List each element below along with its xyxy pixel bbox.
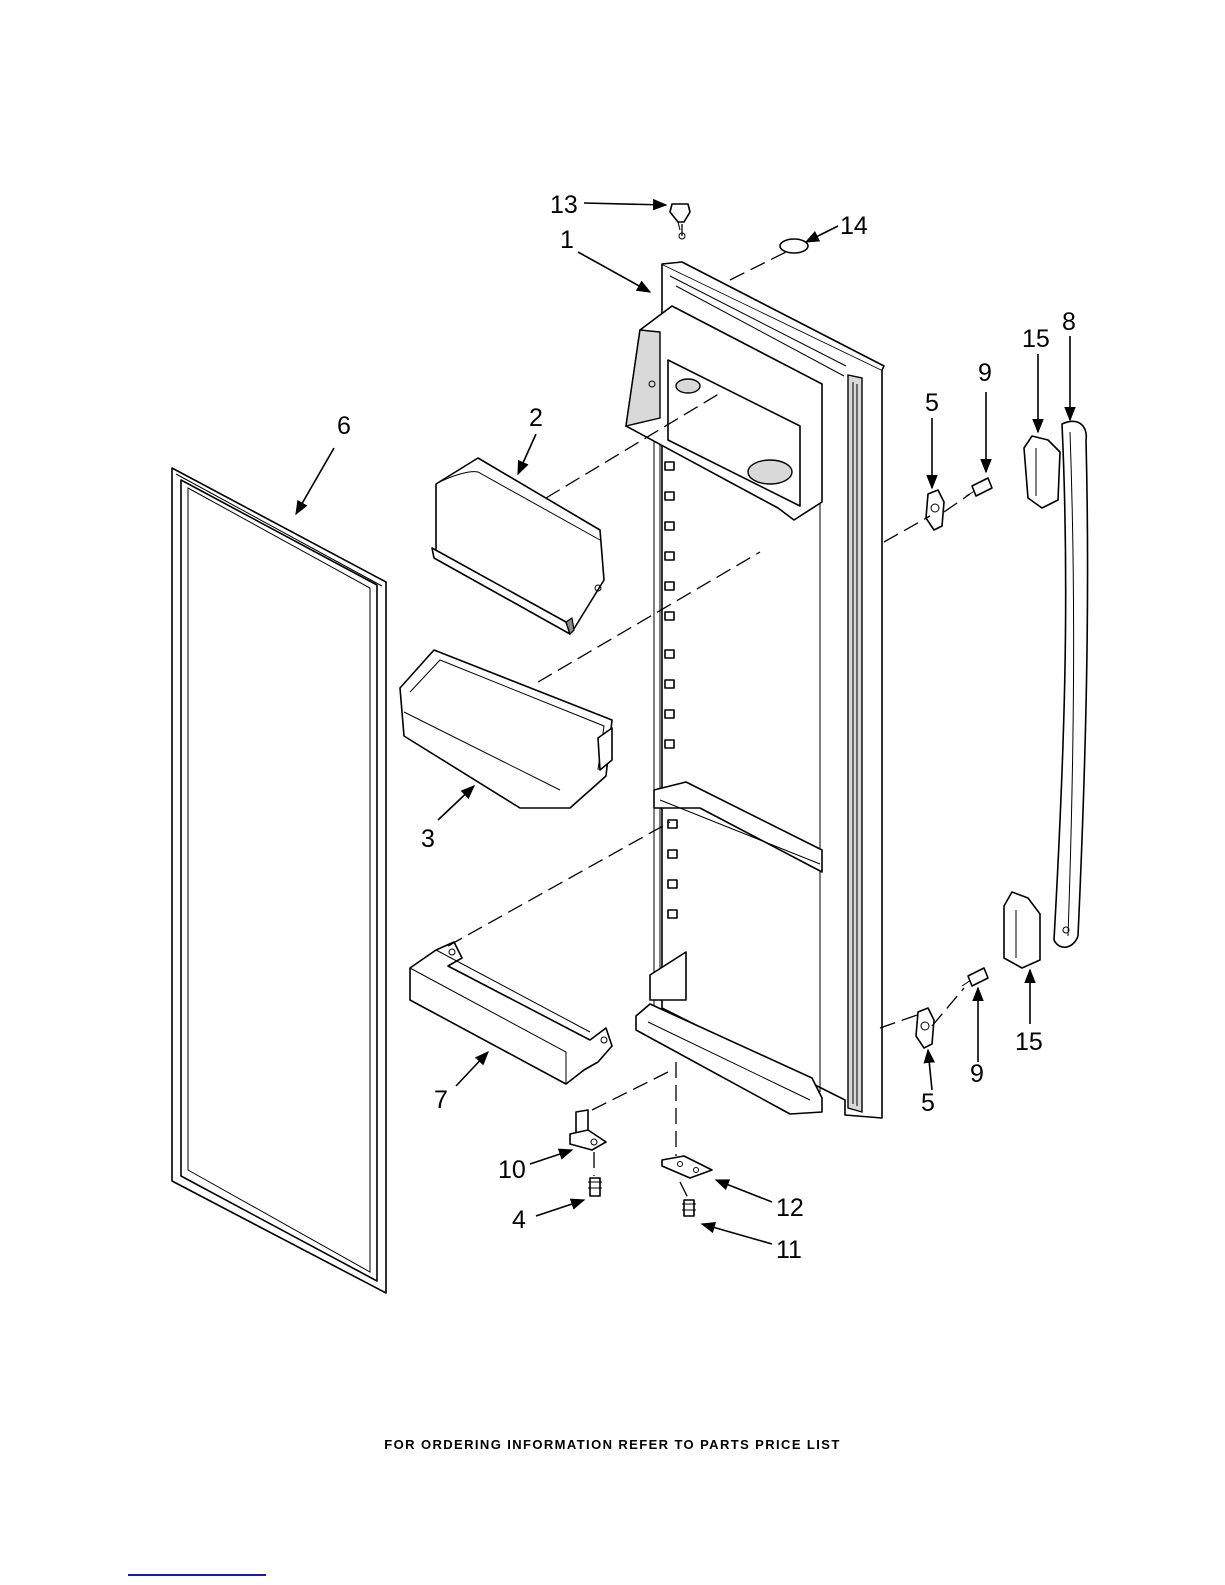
door-gasket	[172, 468, 386, 1293]
callout-7: 7	[434, 1086, 448, 1114]
callout-9-lower: 9	[970, 1060, 984, 1088]
callout-15-lower: 15	[1015, 1028, 1043, 1056]
hinge-plate	[662, 1156, 712, 1178]
handle-mount-upper	[1024, 436, 1060, 508]
handle-clip-upper	[926, 490, 944, 530]
callout-1: 1	[560, 226, 574, 254]
callout-12: 12	[776, 1194, 804, 1222]
hinge-screw	[588, 1178, 602, 1196]
callout-11: 11	[776, 1236, 802, 1264]
callout-3: 3	[421, 825, 435, 853]
callout-4: 4	[512, 1206, 526, 1234]
door-handle	[1054, 421, 1088, 947]
callout-9-upper: 9	[978, 359, 992, 387]
ordering-info-footer: FOR ORDERING INFORMATION REFER TO PARTS …	[0, 1437, 1225, 1452]
callout-13: 13	[550, 191, 578, 219]
hinge-bracket	[570, 1110, 606, 1150]
callout-6: 6	[337, 412, 351, 440]
callout-5-upper: 5	[925, 389, 939, 417]
plate-screw	[682, 1200, 696, 1216]
callout-14: 14	[840, 212, 868, 240]
callout-2: 2	[529, 404, 543, 432]
handle-mount-lower	[1004, 892, 1040, 968]
lower-door-bin	[410, 942, 612, 1084]
callout-8: 8	[1062, 308, 1076, 336]
door-gasket-ring	[780, 239, 808, 253]
callout-5-lower: 5	[921, 1089, 935, 1117]
dairy-compartment	[432, 458, 604, 634]
handle-clip-lower	[916, 1008, 934, 1048]
door-liner	[626, 233, 884, 1118]
door-bin	[400, 650, 612, 808]
handle-screw-lower	[962, 968, 988, 986]
page-edge-line	[128, 1574, 266, 1576]
callout-10: 10	[498, 1156, 526, 1184]
handle-screw-upper	[966, 478, 992, 496]
door-plug	[670, 204, 690, 230]
callout-15-upper: 15	[1022, 325, 1050, 353]
